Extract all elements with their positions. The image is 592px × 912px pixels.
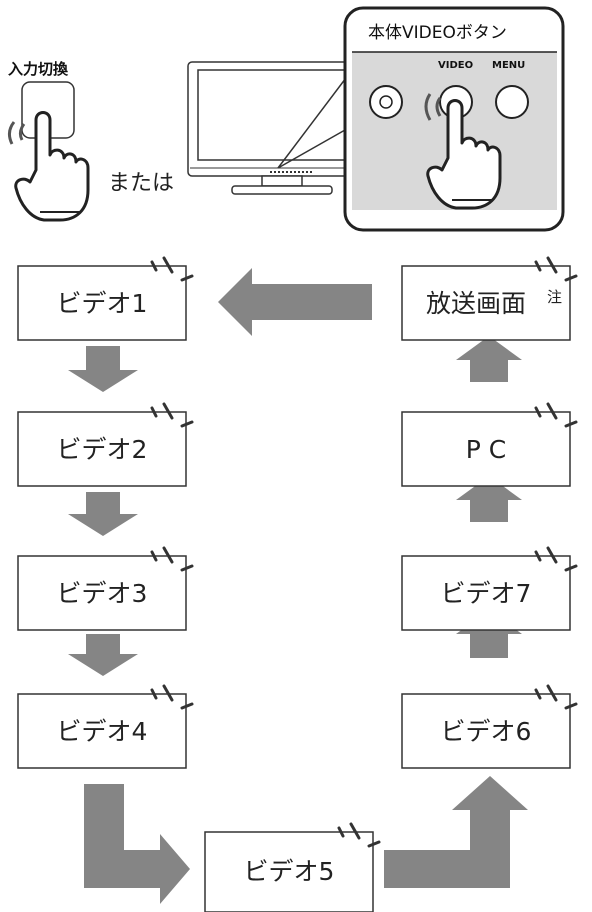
press-mark-icon: [180, 702, 194, 710]
arrow-left: [218, 268, 372, 336]
callout-line-top: [277, 65, 356, 169]
mode-box-video6: ビデオ6: [401, 693, 571, 769]
arrow-to-video5: [84, 784, 190, 904]
mode-label: ビデオ5: [244, 857, 335, 886]
press-mark-icon: [162, 684, 174, 702]
arrow-down-1: [68, 346, 138, 392]
press-mark-icon: [150, 260, 158, 272]
input-switch-label: 入力切換: [8, 60, 69, 78]
press-mark-icon: [564, 564, 578, 572]
mode-label: ビデオ1: [57, 289, 148, 318]
press-mark-icon: [150, 406, 158, 418]
press-mark-icon: [150, 550, 158, 562]
arrow-down-3: [68, 634, 138, 676]
mode-box-broadcast: 放送画面 注: [401, 265, 571, 341]
press-mark-icon: [337, 826, 345, 838]
menu-button: [495, 85, 529, 119]
note-superscript: 注: [547, 288, 562, 306]
arrow-up-3: [456, 336, 522, 382]
mode-box-pc: P C: [401, 411, 571, 487]
press-mark-icon: [180, 564, 194, 572]
press-mark-icon: [162, 546, 174, 564]
press-mark-icon: [180, 420, 194, 428]
mode-label: ビデオ3: [57, 579, 148, 608]
arrow-to-video6: [384, 776, 528, 888]
press-mark-icon: [564, 702, 578, 710]
mode-label: ビデオ6: [441, 717, 532, 746]
arrow-up-2: [456, 476, 522, 522]
mode-box-video3: ビデオ3: [17, 555, 187, 631]
mode-label: ビデオ7: [441, 579, 532, 608]
main-unit-callout: 本体VIDEOボタン VIDEO MENU: [343, 6, 565, 232]
press-mark-icon: [534, 688, 542, 700]
mode-label: P C: [466, 435, 506, 464]
mode-box-video5: ビデオ5: [204, 831, 374, 912]
mode-box-video1: ビデオ1: [17, 265, 187, 341]
press-wave-icon: [7, 121, 16, 145]
press-mark-icon: [162, 402, 174, 420]
press-mark-icon: [564, 274, 578, 282]
press-mark-icon: [546, 546, 558, 564]
mode-box-video4: ビデオ4: [17, 693, 187, 769]
press-mark-icon: [162, 256, 174, 274]
press-mark-icon: [534, 550, 542, 562]
mode-label: ビデオ2: [57, 435, 148, 464]
press-mark-icon: [546, 256, 558, 274]
press-mark-icon: [367, 840, 381, 848]
press-mark-icon: [180, 274, 194, 282]
press-mark-icon: [564, 420, 578, 428]
tv-illustration: [187, 61, 359, 195]
press-mark-icon: [534, 260, 542, 272]
remote-input-switch: 入力切換: [7, 60, 90, 222]
or-text: または: [108, 171, 174, 196]
press-marks: [150, 256, 578, 848]
press-mark-icon: [534, 406, 542, 418]
press-mark-icon: [349, 822, 361, 840]
callout-title: 本体VIDEOボタン: [368, 23, 507, 43]
press-mark-icon: [150, 688, 158, 700]
mode-box-video7: ビデオ7: [401, 555, 571, 631]
callout-line-bottom: [277, 129, 346, 169]
arrow-down-2: [68, 492, 138, 536]
video-button-label: VIDEO: [438, 60, 473, 71]
mode-label: ビデオ4: [57, 717, 148, 746]
press-mark-icon: [546, 684, 558, 702]
press-mark-icon: [546, 402, 558, 420]
mode-box-video2: ビデオ2: [17, 411, 187, 487]
mode-label: 放送画面: [426, 289, 526, 318]
menu-button-label: MENU: [492, 60, 525, 71]
